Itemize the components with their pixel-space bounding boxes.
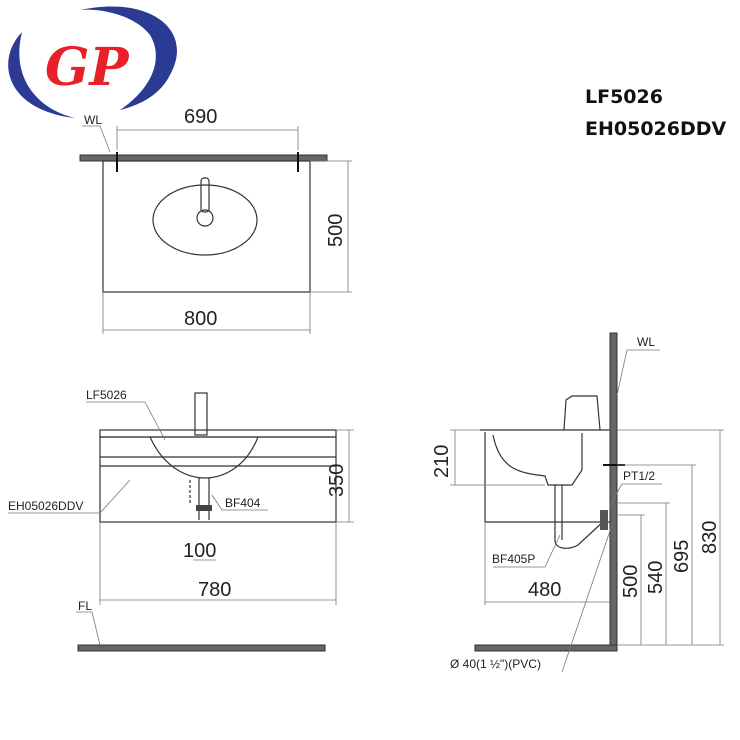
dim-500-depth: 500 <box>325 214 347 247</box>
cabinet-model-title: EH05026DDV <box>585 118 727 140</box>
gp-logo: GP <box>8 6 177 118</box>
basin-side <box>492 433 583 486</box>
vanity-outline <box>102 160 311 293</box>
faucet-top <box>200 177 210 213</box>
basin-model-title: LF5026 <box>585 86 663 108</box>
dim-690: 690 <box>184 106 217 128</box>
supply-label: PT1/2 <box>623 469 655 483</box>
top-view: 690 500 800 WL <box>79 106 352 334</box>
waste-label: BF404 <box>225 496 261 510</box>
side-wall <box>609 332 618 652</box>
faucet-side <box>563 395 601 431</box>
dim-800: 800 <box>184 308 217 330</box>
dim-350: 350 <box>326 464 348 497</box>
dim-780: 780 <box>198 579 231 601</box>
dim-830: 830 <box>699 521 721 554</box>
floor-label: FL <box>78 599 92 613</box>
side-floor <box>474 644 618 652</box>
pipe-label: Ø 40(1 ½")(PVC) <box>450 657 541 671</box>
faucet-front <box>194 392 208 436</box>
floor-section <box>77 644 326 652</box>
cabinet-front <box>99 436 337 523</box>
dim-500-height: 500 <box>620 565 642 598</box>
basin-bowl <box>152 184 258 256</box>
dim-210: 210 <box>431 445 453 478</box>
front-view: 350 100 780 LF5026 EH05026DDV BF404 FL <box>8 388 354 652</box>
cabinet-label: EH05026DDV <box>8 499 83 513</box>
basin-front <box>149 436 259 479</box>
trap-label: BF405P <box>492 552 535 566</box>
dim-695: 695 <box>671 540 693 573</box>
side-view: 210 480 500 540 695 830 WL PT1/2 BF405P … <box>431 332 724 673</box>
dim-100: 100 <box>183 540 216 562</box>
svg-text:GP: GP <box>45 37 130 98</box>
basin-label: LF5026 <box>86 388 127 402</box>
dim-480: 480 <box>528 579 561 601</box>
side-wall-label: WL <box>637 335 655 349</box>
wall-label: WL <box>84 113 102 127</box>
dim-540: 540 <box>645 561 667 594</box>
